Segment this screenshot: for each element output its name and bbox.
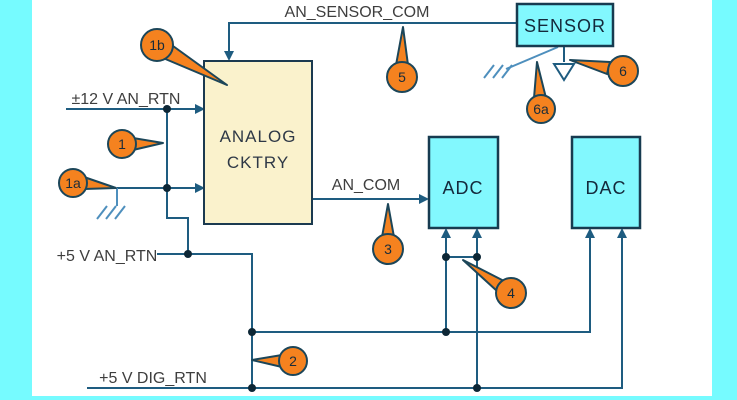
callout-1-label: 1 (118, 136, 126, 152)
adc-label: ADC (442, 178, 483, 198)
chassis-ground-icon (96, 205, 126, 220)
arrowhead-into-adc-left-pin (441, 228, 451, 238)
block-sensor: SENSOR (515, 2, 615, 48)
adc-box (427, 135, 500, 230)
junction-dot (184, 250, 192, 258)
callout-6a: 6a (526, 61, 556, 124)
wire-5v-an-rtn (157, 253, 253, 388)
callout-1: 1 (107, 129, 164, 159)
callout-1a-label: 1a (65, 175, 81, 191)
arrowhead-an-com-into-adc (419, 194, 429, 204)
callout-5-label: 5 (398, 69, 406, 85)
junction-dot (248, 384, 256, 392)
callout-6a-label: 6a (533, 101, 549, 117)
frame-right (712, 0, 737, 400)
block-analog-cktry: ANALOG CKTRY (203, 60, 313, 225)
label-5v-dig-rtn: +5 V DIG_RTN (99, 370, 207, 387)
analog-cktry-box (203, 60, 313, 225)
callout-5: 5 (386, 26, 418, 93)
sensor-label: SENSOR (524, 16, 606, 36)
callout-2-label: 2 (289, 353, 297, 369)
callout-3-label: 3 (384, 241, 392, 257)
wire-sensor-chassis-diagonal (505, 46, 559, 70)
dac-label: DAC (585, 178, 626, 198)
arrowhead-into-adc-right-pin (472, 228, 482, 238)
arrowhead-into-dac-left (585, 228, 595, 238)
callout-6: 6 (569, 55, 639, 87)
frame-bottom (0, 396, 737, 400)
frame-left (0, 0, 32, 400)
wire-an-rtn-bus (166, 109, 189, 254)
junction-dot (442, 253, 450, 261)
junction-dot (248, 328, 256, 336)
label-an-com: AN_COM (332, 177, 400, 194)
label-12v-an-rtn: ±12 V AN_RTN (72, 91, 181, 108)
arrowhead-into-analog-top (224, 51, 234, 61)
block-adc: ADC (427, 135, 500, 230)
callout-4: 4 (462, 259, 527, 309)
junction-dot (473, 253, 481, 261)
signal-ground-icon (552, 63, 576, 82)
junction-dot (442, 328, 450, 336)
callout-3: 3 (372, 203, 404, 265)
sensor-box (515, 2, 615, 48)
junction-dot (163, 105, 171, 113)
sensor-chassis-ground-icon (483, 64, 513, 79)
wiring (66, 22, 627, 392)
junction-dot (473, 384, 481, 392)
arrowhead-12v-into-analog (195, 104, 205, 114)
junction-dot (163, 184, 171, 192)
callout-2: 2 (251, 346, 308, 376)
callout-4-label: 4 (507, 285, 515, 301)
wire-an-sensor-com (228, 22, 517, 52)
arrowhead-into-dac-right (617, 228, 627, 238)
analog-cktry-label-line1: ANALOG (220, 127, 297, 146)
callout-1a: 1a (58, 168, 117, 198)
label-5v-an-rtn: +5 V AN_RTN (57, 248, 158, 265)
label-an-sensor-com: AN_SENSOR_COM (285, 4, 430, 21)
wire-analog-return-rail (252, 238, 591, 333)
arrowhead-1a-into-analog (195, 183, 205, 193)
callout-1b: 1b (140, 28, 228, 86)
analog-cktry-label-line2: CKTRY (227, 153, 289, 172)
dac-box (570, 135, 642, 230)
block-dac: DAC (570, 135, 642, 230)
callout-6-label: 6 (619, 63, 627, 79)
wire-5v-dig-rtn (87, 238, 623, 389)
callout-1b-label: 1b (149, 37, 165, 53)
